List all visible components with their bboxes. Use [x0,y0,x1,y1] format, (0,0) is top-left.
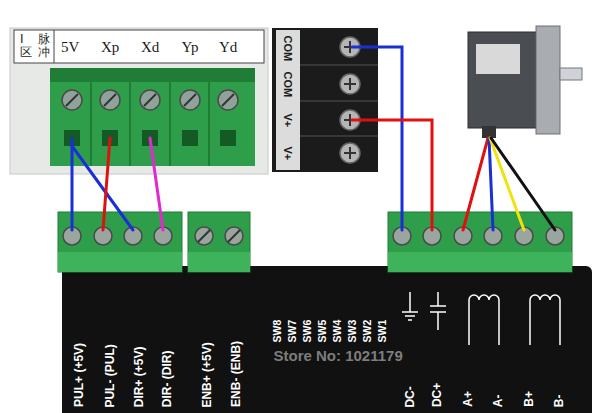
pin-name: Xd [141,39,159,56]
power-terminal-label: COM [282,35,295,61]
pin-name: Yp [182,39,199,56]
switch-label: SW2 [361,319,373,342]
zone-label: 脉冲 [38,33,50,59]
phase-label: A- [492,394,506,407]
phase-label: A+ [462,391,476,407]
power-symbols [402,292,560,345]
phase-label: B+ [523,391,537,407]
wires [72,47,555,230]
switch-label: SW8 [271,319,283,342]
signal-name: PUL+ (+5V) [73,343,87,407]
phase-label: B- [553,394,567,407]
signal-name: ENB+ (+5V) [200,342,214,407]
switch-label: SW3 [346,319,358,342]
switch-label: SW5 [316,319,328,342]
pin-name: 5V [61,39,79,56]
zone-label: I区 [20,33,32,59]
signal-name: ENB- (ENB) [230,341,244,407]
watermark: Store No: 1021179 [274,347,403,364]
power-terminal-label: V+ [282,113,295,127]
power-supply-inset [272,28,378,172]
switch-label: SW4 [331,319,343,342]
stepper-motor [468,26,582,138]
driver-housing [58,212,592,413]
signal-name: PUL- (PUL) [103,344,117,407]
signal-name: DIR- (DIR) [161,350,175,407]
pin-name: Yd [219,39,237,56]
power-terminal-label: COM [282,71,295,97]
power-terminal-label: V+ [282,146,295,160]
power-label: DC- [403,386,417,407]
power-label: DC+ [431,383,445,407]
pin-name: Xp [101,39,119,56]
signal-name: DIR+ (+5V) [133,346,147,407]
switch-label: SW1 [376,319,388,342]
controller-inset [10,28,268,174]
switch-label: SW7 [286,319,298,342]
switch-label: SW6 [301,319,313,342]
